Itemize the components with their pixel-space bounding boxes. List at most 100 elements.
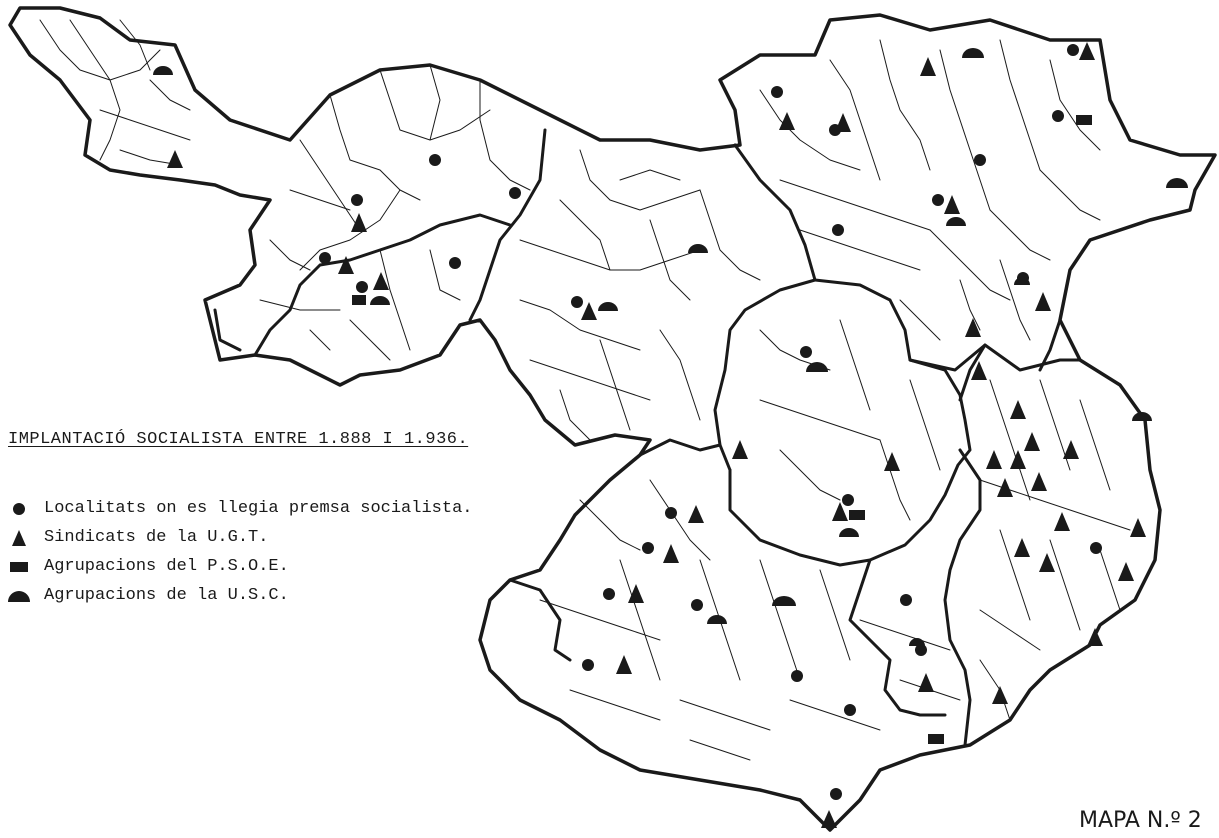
marker-press-circle bbox=[356, 281, 368, 293]
marker-usc-semicircle bbox=[688, 244, 708, 253]
marker-ugt-triangle bbox=[918, 673, 934, 692]
district-boundary bbox=[1038, 318, 1062, 372]
marker-usc-semicircle bbox=[909, 638, 925, 646]
district-boundary bbox=[728, 278, 972, 567]
marker-press-circle bbox=[603, 588, 615, 600]
legend-label: Agrupacions del P.S.O.E. bbox=[44, 557, 289, 576]
marker-press-circle bbox=[844, 704, 856, 716]
map-markers bbox=[153, 42, 1188, 828]
semicircle-icon bbox=[8, 588, 30, 604]
map-number-label: MAPA N.º 2 bbox=[1079, 808, 1202, 833]
marker-ugt-triangle bbox=[581, 302, 597, 320]
marker-press-circle bbox=[1090, 542, 1102, 554]
map-title: IMPLANTACIÓ SOCIALISTA ENTRE 1.888 I 1.9… bbox=[8, 430, 469, 449]
marker-usc-semicircle bbox=[707, 615, 727, 624]
marker-ugt-triangle bbox=[1010, 400, 1026, 419]
marker-ugt-triangle bbox=[167, 150, 183, 168]
marker-ugt-triangle bbox=[1010, 450, 1026, 469]
marker-ugt-triangle bbox=[944, 195, 960, 214]
marker-press-circle bbox=[642, 542, 654, 554]
marker-ugt-triangle bbox=[832, 502, 848, 521]
marker-usc-semicircle bbox=[839, 528, 859, 537]
marker-ugt-triangle bbox=[821, 810, 837, 828]
marker-press-circle bbox=[842, 494, 854, 506]
marker-press-circle bbox=[830, 788, 842, 800]
marker-psoe-rect bbox=[928, 734, 944, 744]
legend-label: Agrupacions de la U.S.C. bbox=[44, 586, 289, 605]
marker-press-circle bbox=[691, 599, 703, 611]
marker-press-circle bbox=[351, 194, 363, 206]
marker-press-circle bbox=[900, 594, 912, 606]
marker-ugt-triangle bbox=[1130, 518, 1146, 537]
district-boundary bbox=[943, 448, 982, 747]
district-boundary bbox=[468, 128, 547, 322]
district-boundary bbox=[908, 343, 1082, 372]
marker-press-circle bbox=[832, 224, 844, 236]
marker-psoe-rect bbox=[1076, 115, 1092, 125]
marker-ugt-triangle bbox=[971, 361, 987, 380]
marker-usc-semicircle bbox=[598, 302, 618, 311]
marker-press-circle bbox=[1052, 110, 1064, 122]
marker-press-circle bbox=[771, 86, 783, 98]
marker-usc-semicircle bbox=[772, 596, 796, 606]
marker-usc-semicircle bbox=[1014, 277, 1030, 285]
marker-ugt-triangle bbox=[1035, 292, 1051, 311]
marker-press-circle bbox=[932, 194, 944, 206]
marker-ugt-triangle bbox=[1063, 440, 1079, 459]
legend-label: Localitats on es llegia premsa socialist… bbox=[44, 499, 473, 518]
district-boundary bbox=[253, 213, 512, 357]
marker-ugt-triangle bbox=[835, 113, 851, 132]
marker-ugt-triangle bbox=[732, 440, 748, 459]
marker-press-circle bbox=[449, 257, 461, 269]
marker-psoe-rect bbox=[352, 295, 366, 305]
marker-press-circle bbox=[800, 346, 812, 358]
region-outer-boundary bbox=[8, 6, 1217, 832]
marker-ugt-triangle bbox=[616, 655, 632, 674]
marker-usc-semicircle bbox=[962, 48, 984, 58]
marker-ugt-triangle bbox=[1087, 628, 1103, 646]
marker-ugt-triangle bbox=[1079, 42, 1095, 60]
map-legend: Localitats on es llegia premsa socialist… bbox=[8, 494, 472, 610]
marker-usc-semicircle bbox=[1166, 178, 1188, 188]
marker-press-circle bbox=[791, 670, 803, 682]
marker-ugt-triangle bbox=[920, 57, 936, 76]
marker-ugt-triangle bbox=[351, 213, 367, 232]
marker-ugt-triangle bbox=[628, 584, 644, 603]
marker-ugt-triangle bbox=[1118, 562, 1134, 581]
marker-press-circle bbox=[665, 507, 677, 519]
legend-item-ugt: Sindicats de la U.G.T. bbox=[8, 523, 472, 552]
marker-press-circle bbox=[582, 659, 594, 671]
marker-usc-semicircle bbox=[1132, 412, 1152, 421]
marker-press-circle bbox=[915, 644, 927, 656]
district-boundary bbox=[958, 343, 987, 402]
marker-ugt-triangle bbox=[992, 686, 1008, 704]
district-boundary bbox=[713, 143, 817, 472]
marker-usc-semicircle bbox=[370, 296, 390, 305]
legend-label: Sindicats de la U.G.T. bbox=[44, 528, 269, 547]
marker-ugt-triangle bbox=[1054, 512, 1070, 531]
marker-ugt-triangle bbox=[1024, 432, 1040, 451]
marker-ugt-triangle bbox=[1014, 538, 1030, 557]
marker-ugt-triangle bbox=[779, 112, 795, 130]
marker-usc-semicircle bbox=[806, 362, 828, 372]
marker-ugt-triangle bbox=[688, 505, 704, 523]
municipal-boundaries bbox=[39, 19, 1131, 761]
marker-ugt-triangle bbox=[663, 544, 679, 563]
marker-press-circle bbox=[509, 187, 521, 199]
marker-press-circle bbox=[429, 154, 441, 166]
marker-psoe-rect bbox=[849, 510, 865, 520]
marker-ugt-triangle bbox=[338, 256, 354, 274]
district-boundary bbox=[213, 308, 242, 352]
marker-press-circle bbox=[571, 296, 583, 308]
district-boundary bbox=[638, 438, 722, 457]
marker-press-circle bbox=[319, 252, 331, 264]
legend-item-psoe: Agrupacions del P.S.O.E. bbox=[8, 552, 472, 581]
district-boundary bbox=[848, 558, 947, 717]
legend-item-usc: Agrupacions de la U.S.C. bbox=[8, 581, 472, 610]
circle-icon bbox=[8, 501, 30, 517]
marker-usc-semicircle bbox=[153, 66, 173, 75]
marker-usc-semicircle bbox=[946, 217, 966, 226]
legend-item-press: Localitats on es llegia premsa socialist… bbox=[8, 494, 472, 523]
marker-ugt-triangle bbox=[1039, 553, 1055, 572]
